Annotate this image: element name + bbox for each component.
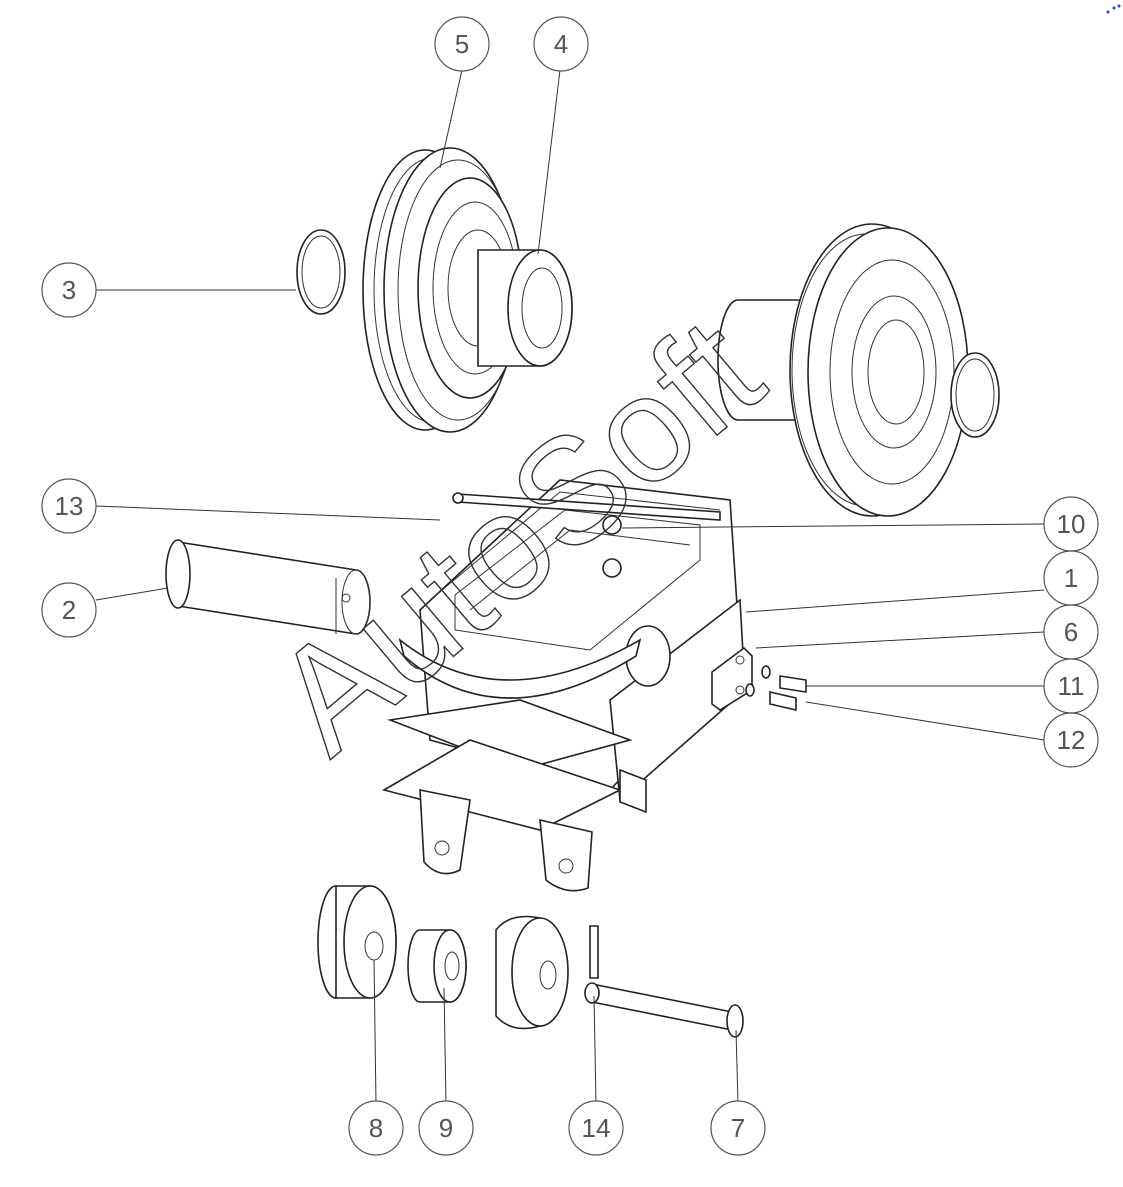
callout-14: 14 (568, 1100, 624, 1156)
callout-8: 8 (348, 1100, 404, 1156)
callout-7: 7 (710, 1100, 766, 1156)
roller-cone (495, 915, 569, 1030)
callout-label: 8 (369, 1113, 383, 1143)
callout-label: 7 (731, 1113, 745, 1143)
cotter-pin (589, 925, 599, 979)
long-pin (584, 982, 744, 1038)
callout-label: 13 (55, 491, 84, 521)
callout-label: 6 (1064, 617, 1078, 647)
callout-11: 11 (1043, 658, 1099, 714)
callout-label: 9 (439, 1113, 453, 1143)
spacer-bushing (407, 929, 467, 1003)
callout-label: 1 (1064, 563, 1078, 593)
callout-5: 5 (434, 16, 490, 72)
callout-label: 4 (554, 29, 568, 59)
corner-mark (1106, 4, 1121, 14)
sheave-left (362, 147, 523, 433)
callout-6: 6 (1043, 604, 1099, 660)
retaining-ring-right (950, 352, 1000, 438)
callout-10: 10 (1043, 496, 1099, 552)
callout-12: 12 (1043, 712, 1099, 768)
callout-3: 3 (41, 262, 97, 318)
callout-label: 11 (1058, 671, 1085, 701)
callout-label: 2 (62, 595, 76, 625)
callout-1: 1 (1043, 550, 1099, 606)
callout-label: 12 (1057, 725, 1086, 755)
pin-shaft (165, 539, 371, 635)
roller-large (317, 885, 397, 999)
main-frame (381, 479, 807, 892)
callout-label: 14 (582, 1113, 611, 1143)
leader-lines (95, 69, 1045, 1105)
sheave-right (717, 223, 969, 517)
callout-label: 5 (455, 29, 469, 59)
callout-13: 13 (41, 478, 97, 534)
retaining-ring-left (296, 229, 346, 315)
callout-label: 10 (1057, 509, 1086, 539)
callout-9: 9 (418, 1100, 474, 1156)
callout-4: 4 (533, 16, 589, 72)
callout-2: 2 (41, 582, 97, 638)
bushing-left (477, 249, 573, 367)
callout-label: 3 (62, 275, 76, 305)
